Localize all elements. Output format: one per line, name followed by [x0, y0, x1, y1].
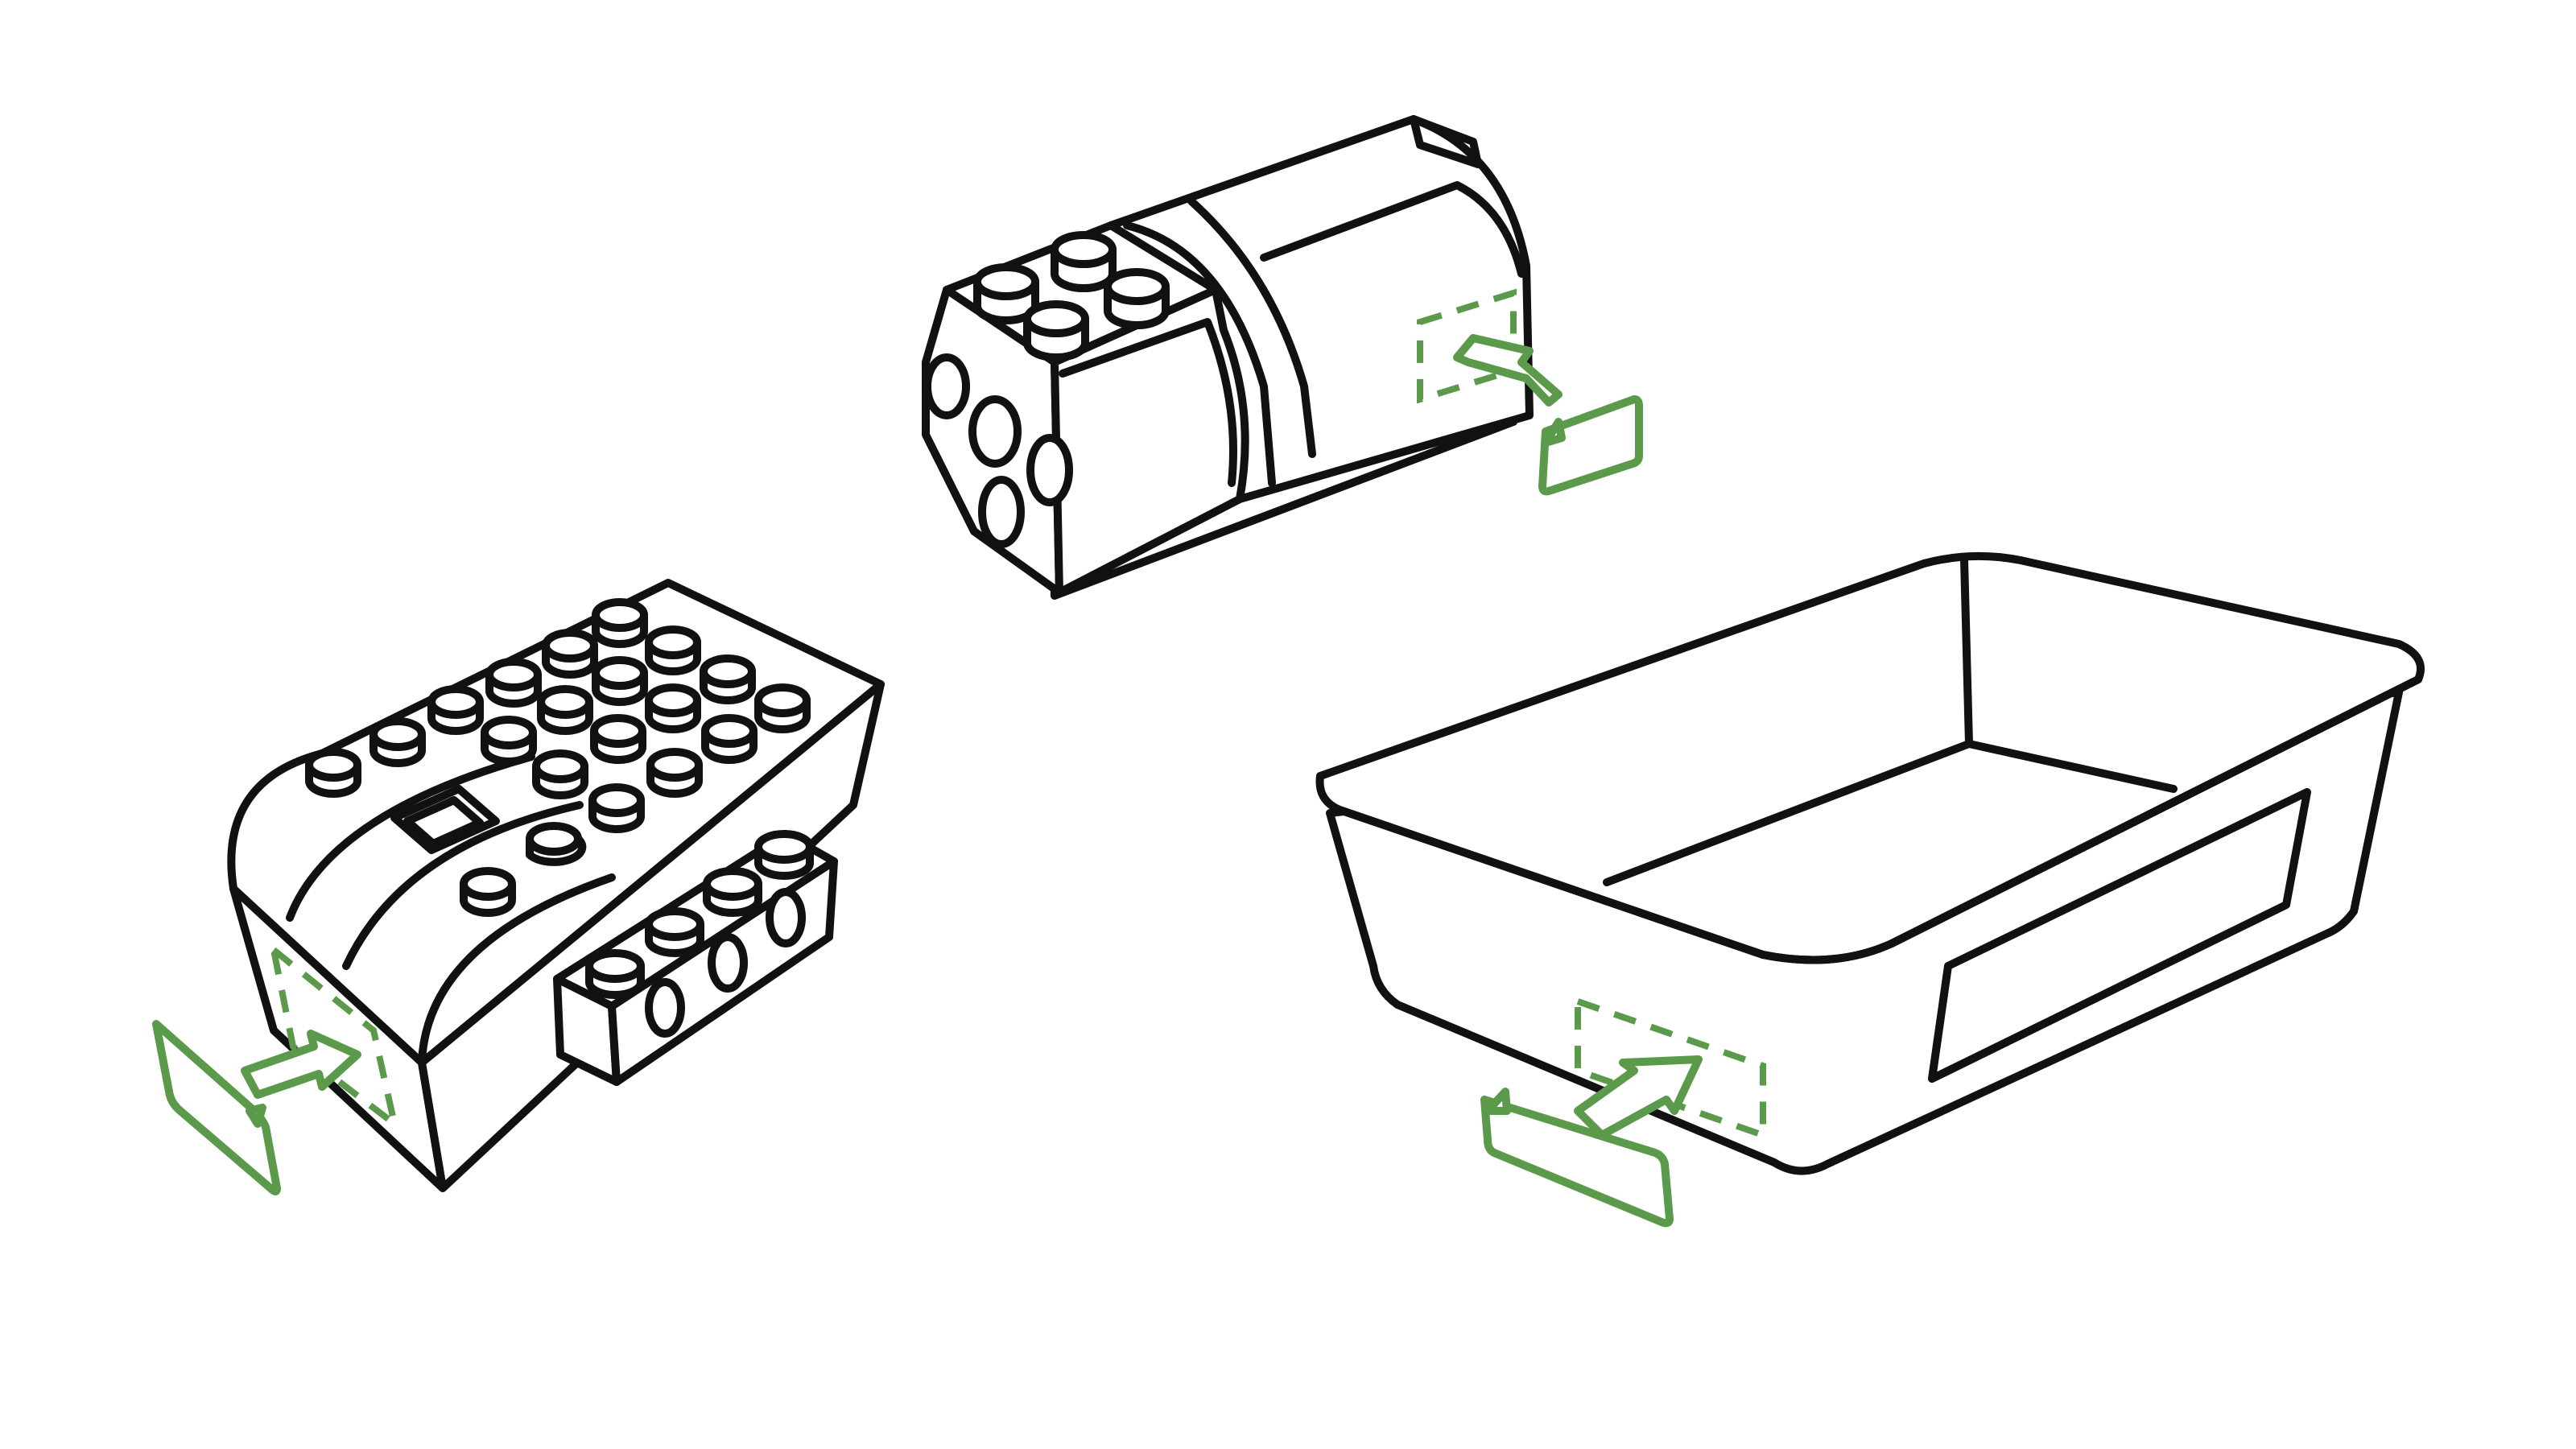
- motor-hole: [923, 353, 970, 419]
- stud: [1104, 268, 1170, 329]
- motor-axle-hole: [968, 395, 1022, 468]
- stud: [1023, 300, 1089, 361]
- stud: [754, 683, 811, 733]
- motor-band-line: [1187, 197, 1316, 458]
- technic-hole: [708, 933, 748, 993]
- motor: [922, 115, 1534, 600]
- stud: [703, 867, 762, 917]
- hub-studs: [305, 598, 811, 917]
- stud: [481, 716, 537, 766]
- motor-hole: [978, 476, 1025, 548]
- stud: [460, 867, 516, 917]
- stud: [369, 717, 426, 767]
- stud: [754, 830, 814, 880]
- technic-hole: [766, 888, 806, 947]
- tray-label-area: [1575, 997, 1766, 1140]
- stud: [645, 683, 701, 733]
- motor-side-curve: [1059, 318, 1237, 487]
- tray-sticker-group: [1480, 1055, 1703, 1228]
- hub-curve: [418, 873, 616, 1067]
- stud: [700, 654, 756, 704]
- stud: [585, 949, 645, 999]
- tray-inner-corner: [1960, 556, 1973, 748]
- stud: [532, 749, 588, 799]
- stud: [701, 714, 758, 764]
- stud: [1051, 231, 1117, 292]
- hub-label-area: [268, 941, 400, 1132]
- arrow-icon: [241, 1030, 361, 1099]
- motor-band-line: [1123, 221, 1276, 487]
- motor-brick-side: [1051, 286, 1249, 597]
- arrow-icon: [1574, 1055, 1703, 1139]
- hub-sticker-group: [152, 1020, 361, 1195]
- hub-button: [390, 785, 500, 854]
- hub-curve: [286, 753, 535, 922]
- stud: [588, 783, 645, 833]
- stud: [645, 625, 701, 675]
- motor-sticker-group: [1453, 334, 1643, 496]
- sticker-label-icon: [1538, 395, 1643, 496]
- smarthub: [227, 579, 885, 1192]
- motor-studs: [973, 231, 1170, 361]
- stud: [646, 748, 703, 798]
- stud: [542, 629, 598, 679]
- stud: [305, 748, 361, 798]
- motor-tab: [1410, 115, 1482, 168]
- stud: [973, 263, 1039, 324]
- tray-label-panel: [1928, 788, 2311, 1083]
- hub-technic-brick: [553, 830, 838, 1086]
- stud: [590, 714, 646, 764]
- stud: [427, 685, 484, 735]
- technic-hole: [645, 978, 685, 1038]
- motor-band-line: [1260, 181, 1525, 278]
- stud: [485, 658, 542, 708]
- stud: [592, 598, 648, 648]
- motor-hole: [1026, 434, 1073, 506]
- stud: [645, 907, 704, 957]
- sticker-label-icon: [1480, 1096, 1674, 1228]
- arrow-icon: [1453, 334, 1563, 407]
- stud: [537, 685, 593, 735]
- stud: [592, 656, 648, 706]
- storage-tray: [1315, 551, 2425, 1175]
- tray-inner-floor: [1603, 740, 2178, 886]
- tray-rim-line: [1335, 675, 2422, 964]
- stud: [526, 822, 587, 866]
- hub-curve: [342, 801, 584, 970]
